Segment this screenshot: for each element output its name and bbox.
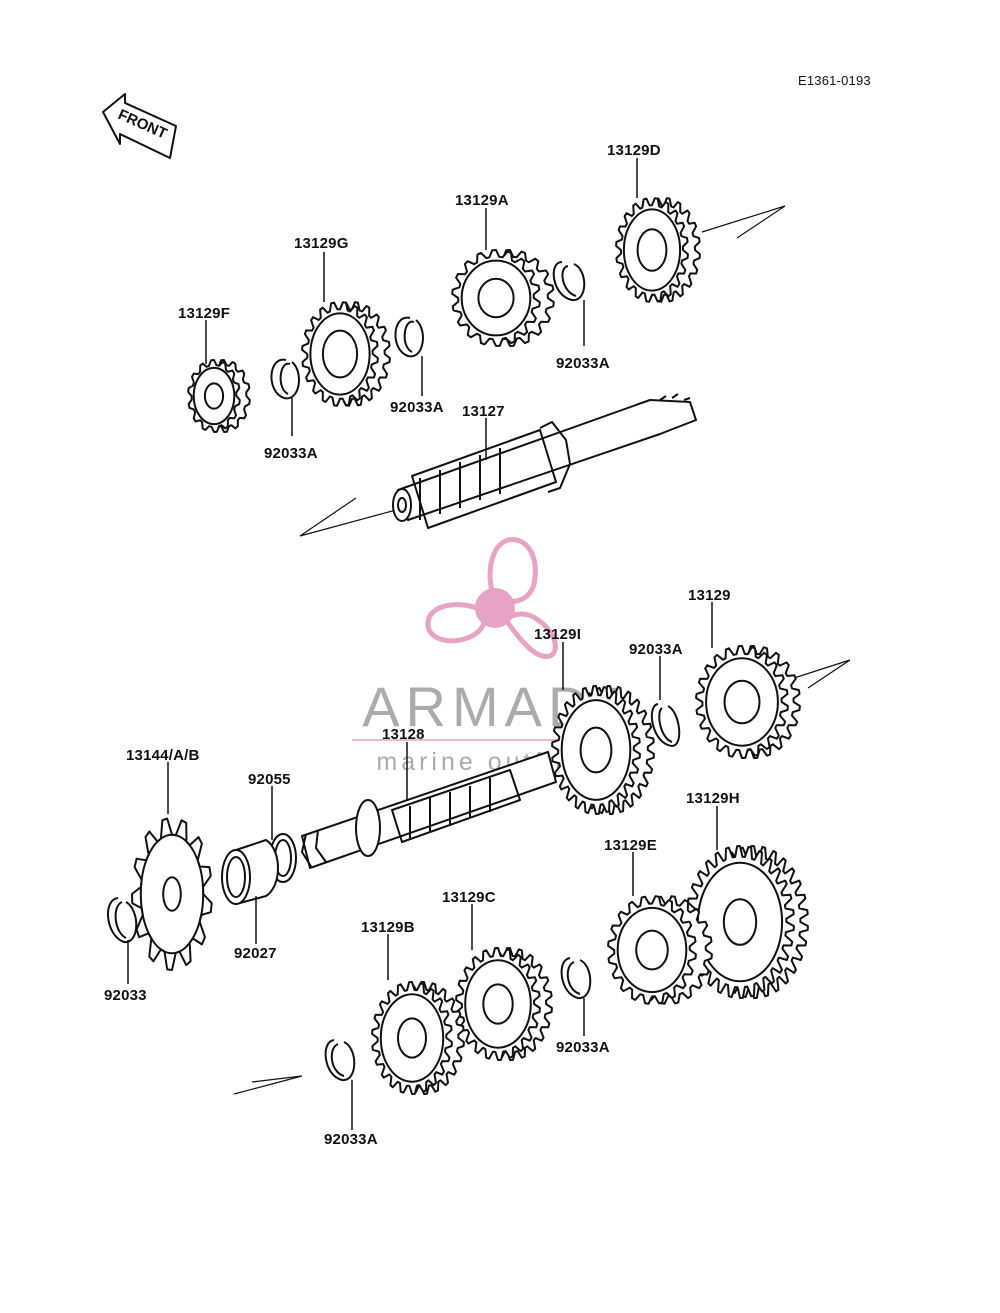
label-13129: 13129 [688,587,731,604]
gear-13129F [187,359,251,433]
front-arrow-icon: FRONT [102,93,177,159]
label-13129E: 13129E [604,837,657,854]
circlip-92033A-bottom [324,1039,356,1081]
circlip-92033A-upper-left [270,358,300,400]
label-13128: 13128 [382,726,425,743]
label-92033A-5: 92033A [556,1039,610,1056]
bushing-92027 [221,839,279,905]
circlip-92033-left [106,897,138,943]
gear-13129C [455,947,553,1061]
sprocket-13144 [131,817,213,971]
label-92033A-2: 92033A [390,399,444,416]
label-92033: 92033 [104,987,147,1004]
label-13129A: 13129A [455,192,509,209]
shaft-13127 [392,393,697,529]
part-labels: 13129F 13129G 13129A 13129D 92033A 92033… [104,142,740,1148]
label-13144: 13144/A/B [126,747,200,764]
gear-13129E [607,895,713,1005]
propeller-icon [425,537,558,659]
label-13129F: 13129F [178,305,230,322]
gear-13129G [301,301,391,407]
label-13129I: 13129I [534,626,581,643]
leader-lines [127,158,718,1130]
label-13129C: 13129C [442,889,496,906]
label-92027: 92027 [234,945,277,962]
label-92033A-6: 92033A [324,1131,378,1148]
label-92033A-1: 92033A [264,445,318,462]
diagram-code: E1361-0193 [798,73,871,88]
shaft-13128 [301,751,557,869]
label-13129B: 13129B [361,919,415,936]
label-92033A-3: 92033A [556,355,610,372]
label-92033A-4: 92033A [629,641,683,658]
gear-13129B [371,981,465,1095]
label-92055: 92055 [248,771,291,788]
axis-lines [233,205,851,1095]
circlip-92033A-upper-right [552,261,586,301]
circlips [106,261,681,1081]
label-13129D: 13129D [607,142,661,159]
gear-13129 [695,645,801,759]
label-13129G: 13129G [294,235,349,252]
gear-13129D [615,197,701,303]
label-13129H: 13129H [686,790,740,807]
gear-13129I [551,685,655,815]
circlip-92033A-upper-mid [394,316,424,358]
circlip-92033A-lower-mid [560,957,592,999]
gear-13129H [685,845,809,999]
gear-13129A [451,249,555,347]
gears [131,197,809,1095]
circlip-92033A-lower-right [650,703,681,747]
label-13127: 13127 [462,403,505,420]
